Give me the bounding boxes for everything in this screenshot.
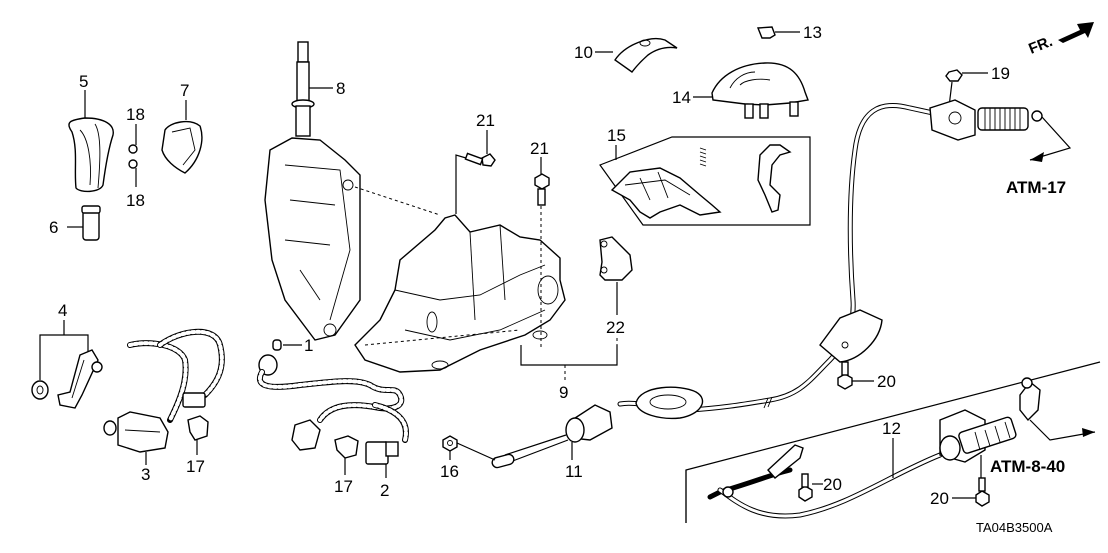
reference-atm-8-40[interactable]: ATM-8-40 (990, 457, 1065, 476)
part-8-select-lever[interactable]: 8 (264, 41, 441, 341)
part-14-indicator-panel[interactable]: 14 (672, 62, 809, 119)
part-20-bolt-inset-left[interactable]: 20 (798, 473, 842, 502)
front-direction-indicator: FR. (1026, 22, 1094, 58)
part-18-screws[interactable]: 18 18 (126, 105, 145, 210)
callout-8: 8 (336, 79, 345, 98)
part-9-bracket-base[interactable]: 9 (354, 214, 618, 402)
inset-panel (685, 361, 1101, 523)
callout-13: 13 (803, 23, 822, 42)
callout-20-inset-left: 20 (823, 475, 842, 494)
callout-21-left: 21 (476, 111, 495, 130)
callout-10: 10 (574, 43, 593, 62)
part-5-shift-knob[interactable]: 5 (68, 72, 114, 193)
callout-20-inset-right: 20 (930, 489, 949, 508)
part-17-clip-middle[interactable]: 17 (334, 435, 359, 496)
part-4-lever-assembly[interactable]: 4 (31, 301, 103, 409)
callout-3: 3 (141, 465, 150, 484)
callout-15: 15 (607, 126, 626, 145)
callout-21-right: 21 (530, 139, 549, 158)
callout-19: 19 (991, 64, 1010, 83)
part-10-boot-cover[interactable]: 10 (574, 38, 678, 73)
callout-18-top: 18 (126, 105, 145, 124)
part-1-bulb[interactable]: 1 (258, 336, 313, 376)
reference-atm-17[interactable]: ATM-17 (1006, 178, 1066, 197)
callout-1: 1 (304, 336, 313, 355)
part-17-clip-left[interactable]: 17 (186, 415, 209, 476)
part-15-guide-set[interactable]: 15 (599, 126, 811, 226)
callout-22: 22 (606, 318, 625, 337)
callout-7: 7 (180, 81, 189, 100)
part-2-connector-harness[interactable]: 2 (257, 369, 409, 500)
select-cable[interactable] (617, 99, 1072, 413)
part-6-knob-sleeve[interactable]: 6 (49, 205, 101, 241)
front-label: FR. (1026, 33, 1055, 58)
part-20-bolt-upper[interactable]: 20 (837, 361, 896, 391)
callout-17-middle: 17 (334, 477, 353, 496)
part-13-clip[interactable]: 13 (756, 23, 822, 42)
part-7-button-cover[interactable]: 7 (161, 81, 203, 174)
callout-9: 9 (559, 383, 568, 402)
callout-4: 4 (58, 301, 67, 320)
drawing-code: TA04B3500A (976, 520, 1053, 535)
part-20-bolt-inset-right[interactable]: 20 (930, 455, 990, 508)
callout-16: 16 (440, 462, 459, 481)
callout-5: 5 (79, 72, 88, 91)
callout-2: 2 (380, 481, 389, 500)
part-22-bracket-clip[interactable]: 22 (599, 236, 633, 362)
front-arrow-icon (1058, 22, 1094, 43)
callout-18-bottom: 18 (126, 191, 145, 210)
callout-6: 6 (49, 218, 58, 237)
callout-11: 11 (565, 462, 583, 481)
part-12-cable[interactable]: 12 (707, 377, 1096, 519)
part-16-nut[interactable]: 16 (440, 435, 496, 481)
part-3-solenoid-harness[interactable]: 3 (103, 328, 225, 484)
callout-12: 12 (882, 419, 901, 438)
part-21-bolts[interactable]: 21 21 (455, 111, 550, 350)
part-11-select-cable-end[interactable]: 11 (491, 386, 704, 481)
callout-17-left: 17 (186, 457, 205, 476)
callout-20-upper: 20 (877, 372, 896, 391)
callout-14: 14 (672, 88, 691, 107)
